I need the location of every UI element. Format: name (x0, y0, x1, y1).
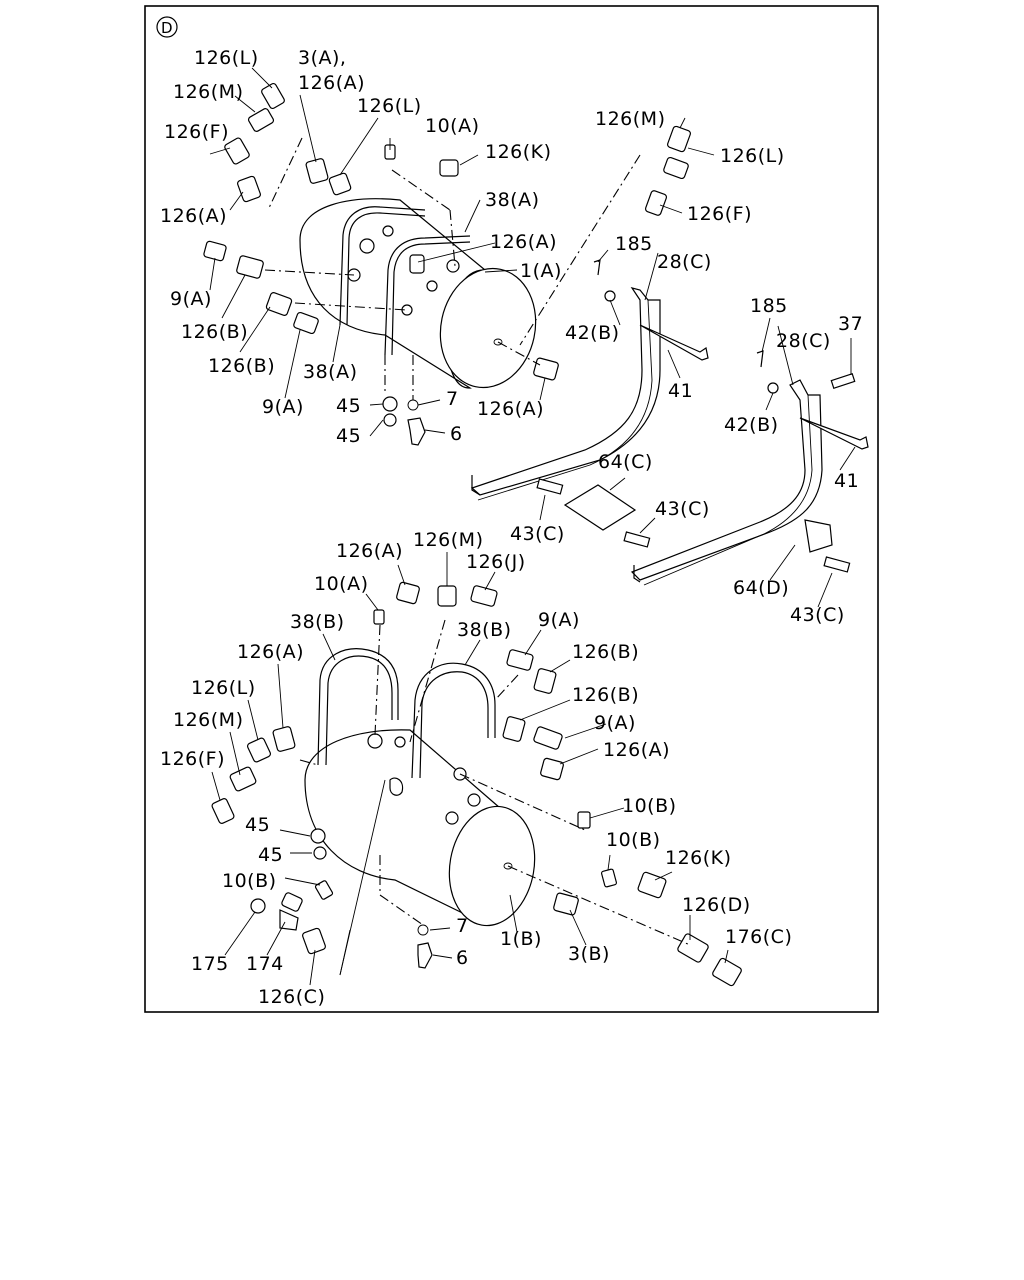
callout-label: 126(F) (164, 121, 229, 143)
callout-label: 64(D) (733, 577, 789, 599)
callout-label: 126(B) (572, 684, 639, 706)
callout-label: 42(B) (724, 414, 779, 436)
right-frame-bracket (630, 379, 833, 586)
callout-label: 43(C) (790, 604, 845, 626)
callout-label: 10(B) (606, 829, 661, 851)
callout-label: 176(C) (725, 926, 792, 948)
callout-label: 45 (336, 425, 361, 447)
upper-frame-bracket (470, 287, 661, 501)
callout-label: 126(F) (687, 203, 752, 225)
callout-label: 7 (446, 388, 459, 410)
callout-label: 126(C) (258, 986, 325, 1008)
callout-label: 41 (834, 470, 859, 492)
callout-label: 43(C) (510, 523, 565, 545)
callout-label: 126(K) (485, 141, 552, 163)
callout-label: 126(A) (298, 72, 365, 94)
callout-label: 126(A) (490, 231, 557, 253)
lower-leader-lines (211, 552, 729, 986)
callout-label: 126(M) (413, 529, 483, 551)
callout-label: 28(C) (657, 251, 712, 273)
callout-label: 174 (246, 953, 284, 975)
callout-label: 185 (750, 295, 788, 317)
callout-label: 64(C) (598, 451, 653, 473)
callout-label: 28(C) (776, 330, 831, 352)
callout-label: 9(A) (262, 396, 304, 418)
callout-label: 126(L) (357, 95, 422, 117)
callout-label: 126(A) (603, 739, 670, 761)
callout-label: 126(K) (665, 847, 732, 869)
callout-label: 126(A) (477, 398, 544, 420)
section-marker-circle (156, 16, 178, 38)
callout-label: 38(A) (303, 361, 358, 383)
callout-label: 126(L) (191, 677, 256, 699)
callout-label: 126(L) (194, 47, 259, 69)
callout-label: 9(A) (594, 712, 636, 734)
callout-label: 10(A) (425, 115, 480, 137)
diagram-frame (144, 5, 879, 1013)
callout-label: 126(D) (682, 894, 751, 916)
callout-label: 45 (336, 395, 361, 417)
callout-label: 126(M) (173, 709, 243, 731)
callout-label: 126(A) (336, 540, 403, 562)
upper-fittings (203, 82, 779, 446)
callout-label: 6 (456, 947, 469, 969)
callout-label: 43(C) (655, 498, 710, 520)
upper-leader-lines (209, 67, 856, 608)
callout-label: 126(F) (160, 748, 225, 770)
callout-label: 45 (245, 814, 270, 836)
callout-label: 9(A) (170, 288, 212, 310)
callout-label: 126(B) (181, 321, 248, 343)
callout-label: 3(A), (298, 47, 346, 69)
callout-label: 38(A) (485, 189, 540, 211)
callout-label: 38(B) (457, 619, 512, 641)
callout-label: 9(A) (538, 609, 580, 631)
lower-tank-straps (317, 648, 496, 779)
callout-label: 6 (450, 423, 463, 445)
callout-label: 126(M) (173, 81, 243, 103)
callout-label: 126(A) (237, 641, 304, 663)
lower-air-tank (304, 729, 536, 927)
callout-label: 126(B) (208, 355, 275, 377)
callout-label: 3(B) (568, 943, 610, 965)
mounting-plate (563, 484, 637, 531)
callout-label: 37 (838, 313, 863, 335)
callout-label: 42(B) (565, 322, 620, 344)
callout-labels: 126(L) 3(A), 126(A) 126(M) 126(L) 10(A) … (160, 47, 863, 1008)
callout-label: 10(A) (314, 573, 369, 595)
callout-label: 126(J) (466, 551, 526, 573)
callout-label: 1(B) (500, 928, 542, 950)
section-marker-letter: D (161, 19, 173, 37)
callout-label: 10(B) (622, 795, 677, 817)
section-marker: D (156, 16, 178, 38)
callout-label: 45 (258, 844, 283, 866)
callout-label: 185 (615, 233, 653, 255)
callout-label: 41 (668, 380, 693, 402)
callout-label: 126(L) (720, 145, 785, 167)
callout-label: 175 (191, 953, 229, 975)
callout-label: 126(B) (572, 641, 639, 663)
callout-label: 38(B) (290, 611, 345, 633)
bolts (536, 324, 869, 573)
callout-label: 10(B) (222, 870, 277, 892)
callout-label: 1(A) (520, 260, 562, 282)
callout-label: 126(A) (160, 205, 227, 227)
callout-label: 126(M) (595, 108, 665, 130)
lower-fittings (211, 581, 742, 987)
callout-label: 7 (456, 915, 469, 937)
upper-tank-straps (339, 206, 471, 356)
